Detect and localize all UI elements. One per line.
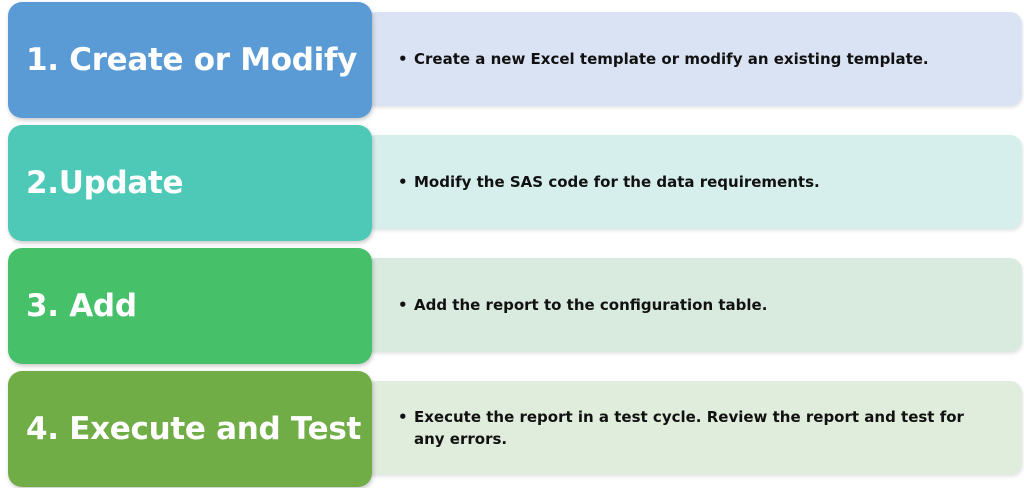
step-1-title: 1. Create or Modify (26, 42, 358, 78)
step-1-bullet: • Create a new Excel template or modify … (398, 48, 992, 70)
bullet-dot-icon: • (398, 296, 408, 314)
step-3-description-box: • Add the report to the configuration ta… (364, 258, 1022, 352)
step-4: • Execute the report in a test cycle. Re… (8, 371, 1022, 487)
step-4-title: 4. Execute and Test (26, 411, 362, 447)
step-3-title: 3. Add (26, 288, 137, 324)
step-3-title-box: 3. Add (8, 248, 372, 364)
step-4-bullet: • Execute the report in a test cycle. Re… (398, 406, 992, 450)
step-2-bullet-text: Modify the SAS code for the data require… (414, 173, 820, 191)
step-2-title: 2.Update (26, 165, 184, 201)
step-3-bullet: • Add the report to the configuration ta… (398, 294, 992, 316)
step-3-bullet-list: • Add the report to the configuration ta… (398, 294, 992, 316)
step-2-description-box: • Modify the SAS code for the data requi… (364, 135, 1022, 229)
bullet-dot-icon: • (398, 408, 408, 426)
step-3: • Add the report to the configuration ta… (8, 248, 1022, 364)
step-2-bullet: • Modify the SAS code for the data requi… (398, 171, 992, 193)
step-3-bullet-text: Add the report to the configuration tabl… (414, 296, 768, 314)
step-1-bullet-list: • Create a new Excel template or modify … (398, 48, 992, 70)
step-2-title-box: 2.Update (8, 125, 372, 241)
step-1: • Create a new Excel template or modify … (8, 2, 1022, 118)
step-4-bullet-list: • Execute the report in a test cycle. Re… (398, 406, 992, 450)
bullet-dot-icon: • (398, 50, 408, 68)
step-2: • Modify the SAS code for the data requi… (8, 125, 1022, 241)
step-2-bullet-list: • Modify the SAS code for the data requi… (398, 171, 992, 193)
bullet-dot-icon: • (398, 173, 408, 191)
step-4-bullet-text: Execute the report in a test cycle. Revi… (414, 408, 964, 448)
step-1-title-box: 1. Create or Modify (8, 2, 372, 118)
step-4-description-box: • Execute the report in a test cycle. Re… (364, 381, 1022, 475)
step-4-title-box: 4. Execute and Test (8, 371, 372, 487)
step-1-bullet-text: Create a new Excel template or modify an… (414, 50, 929, 68)
step-1-description-box: • Create a new Excel template or modify … (364, 12, 1022, 106)
